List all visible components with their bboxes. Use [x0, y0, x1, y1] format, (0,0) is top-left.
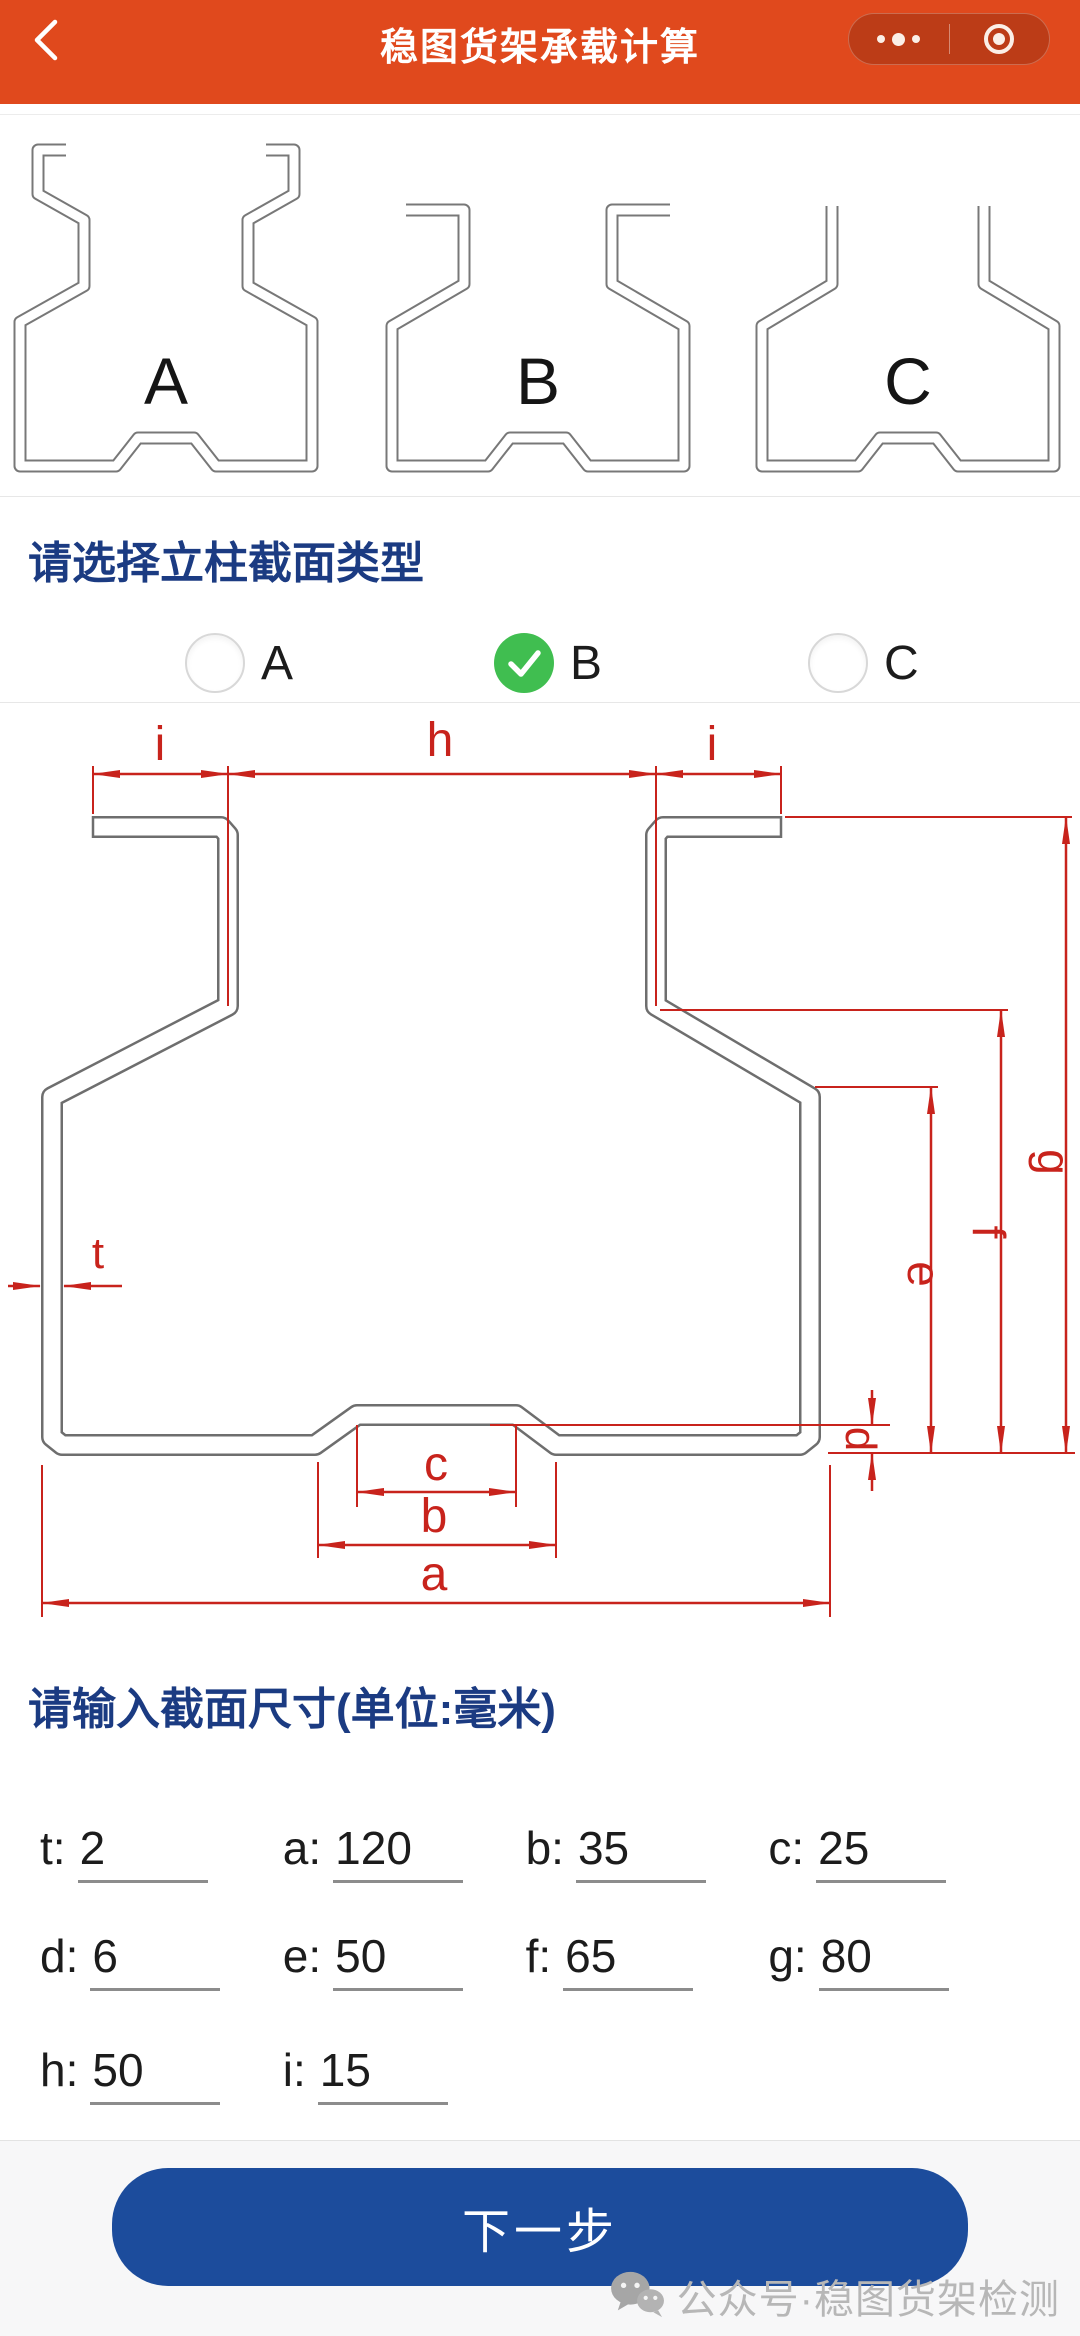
field-e-input[interactable]: 50 — [333, 1928, 464, 1991]
ellipsis-dots-icon — [877, 32, 921, 46]
dim-label-c: c — [424, 1438, 448, 1491]
profile-b-diagram: B — [378, 136, 698, 531]
field-h-label: h: — [40, 2044, 79, 2096]
footer-bar: 下一步 公众号·稳图货架检测 — [0, 2140, 1080, 2336]
miniprogram-capsule — [848, 13, 1050, 65]
page-title: 稳图货架承载计算 — [379, 26, 700, 69]
profile-c-diagram: C — [748, 136, 1068, 531]
dim-label-b: b — [421, 1490, 448, 1543]
dim-label-g: g — [1028, 1149, 1080, 1175]
capsule-divider — [948, 24, 950, 54]
menu-button[interactable] — [849, 14, 949, 64]
field-a: a:120 — [283, 1820, 513, 1883]
radio-option-b[interactable]: B — [494, 633, 602, 693]
radio-circle-c[interactable] — [808, 633, 868, 693]
field-g-input[interactable]: 80 — [818, 1928, 949, 1991]
back-button[interactable] — [22, 18, 70, 66]
chevron-left-icon — [31, 16, 61, 69]
dim-label-i-right: i — [707, 718, 718, 771]
select-section: 请选择立柱截面类型 A B C — [0, 496, 1080, 702]
radio-circle-b[interactable] — [494, 633, 554, 693]
wechat-logo-icon — [609, 2269, 667, 2324]
section-divider — [0, 496, 1080, 497]
field-h: h:50 — [40, 2042, 270, 2105]
dim-label-d: d — [836, 1427, 885, 1451]
field-a-input[interactable]: 120 — [333, 1820, 464, 1883]
header-bar: 稳图货架承载计算 — [0, 0, 1080, 104]
field-g-label: g: — [768, 1930, 807, 1982]
field-f: f:65 — [526, 1928, 756, 1991]
radio-label-c: C — [884, 636, 919, 690]
field-c: c:25 — [768, 1820, 998, 1883]
field-d: d:6 — [40, 1928, 270, 1991]
dim-label-f: f — [963, 1226, 1015, 1239]
watermark-text: 公众号·稳图货架检测 — [676, 2278, 1060, 2322]
input-section-title: 请输入截面尺寸(单位:毫米) — [28, 1685, 556, 1734]
target-circle-icon — [984, 24, 1015, 54]
close-home-button[interactable] — [950, 14, 1050, 64]
radio-label-a: A — [261, 636, 294, 690]
field-g: g:80 — [768, 1928, 998, 1991]
field-i-input[interactable]: 15 — [317, 2042, 448, 2105]
section-dimension-drawing: i h i t g f e d — [0, 702, 1080, 1637]
field-e: e:50 — [283, 1928, 513, 1991]
dim-label-e: e — [898, 1261, 950, 1287]
field-b-label: b: — [525, 1822, 564, 1874]
input-row-2: d:6 e:50 f:65 g:80 — [0, 1928, 1080, 1991]
radio-option-c[interactable]: C — [808, 633, 919, 693]
field-d-label: d: — [40, 1930, 79, 1982]
field-f-input[interactable]: 65 — [563, 1928, 694, 1991]
dim-label-i-left: i — [155, 718, 166, 771]
field-e-label: e: — [282, 1930, 322, 1982]
field-t: t:2 — [40, 1820, 270, 1883]
field-a-label: a: — [282, 1822, 322, 1874]
input-section: 请输入截面尺寸(单位:毫米) t:2 a:120 b:35 c:25 d:6 e… — [0, 1632, 1080, 2140]
field-c-input[interactable]: 25 — [816, 1820, 947, 1883]
select-section-title: 请选择立柱截面类型 — [28, 539, 424, 588]
dim-label-t: t — [92, 1229, 104, 1278]
field-i-label: i: — [282, 2044, 306, 2096]
field-b-input[interactable]: 35 — [575, 1820, 706, 1883]
profile-a-letter: A — [144, 344, 188, 418]
radio-option-a[interactable]: A — [185, 633, 293, 693]
field-d-input[interactable]: 6 — [90, 1928, 221, 1991]
input-row-3: h:50 i:15 — [0, 2042, 1080, 2105]
header-hairline — [0, 114, 1080, 115]
profile-c-letter: C — [884, 344, 932, 418]
dim-label-h: h — [427, 714, 454, 767]
field-c-label: c: — [768, 1822, 805, 1874]
field-f-label: f: — [525, 1930, 552, 1982]
field-t-label: t: — [40, 1822, 66, 1874]
profile-diagrams-row: A B C — [0, 136, 1080, 532]
profile-b-letter: B — [516, 344, 560, 418]
next-step-button[interactable]: 下一步 — [112, 2168, 968, 2286]
radio-label-b: B — [570, 636, 603, 690]
field-h-input[interactable]: 50 — [90, 2042, 221, 2105]
input-row-1: t:2 a:120 b:35 c:25 — [0, 1820, 1080, 1883]
section-type-radio-group: A B C — [0, 633, 1080, 695]
section-divider — [0, 702, 1080, 703]
profile-a-diagram: A — [6, 136, 326, 531]
dim-label-a: a — [421, 1548, 448, 1601]
watermark: 公众号·稳图货架检测 — [609, 2267, 1060, 2325]
field-b: b:35 — [526, 1820, 756, 1883]
field-t-input[interactable]: 2 — [77, 1820, 208, 1883]
radio-circle-a[interactable] — [185, 633, 245, 693]
field-i: i:15 — [283, 2042, 513, 2105]
